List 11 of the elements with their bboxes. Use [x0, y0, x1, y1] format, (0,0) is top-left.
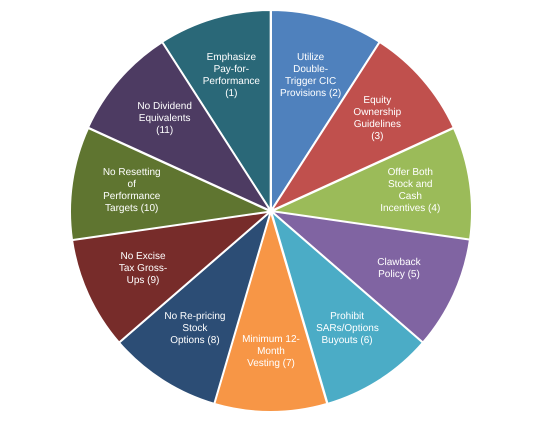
slice-label: No Dividend Equivalents (11): [136, 100, 193, 137]
slice-label: Equity Ownership Guidelines (3): [352, 94, 402, 143]
slice-label: No Excise Tax Gross-Ups (9): [118, 251, 168, 288]
slice-label: Offer Both Stock and Cash Incentives (4): [379, 166, 442, 215]
slice-label: Clawback Policy (5): [376, 257, 422, 282]
slice-label: No Resetting of Performance Targets (10): [102, 166, 162, 215]
slice-label: Emphasize Pay-for-Performance (1): [202, 52, 261, 100]
slice-label: No Re-pricing Stock Options (8): [164, 311, 226, 348]
slice-label: Minimum 12-Month Vesting (7): [241, 334, 301, 370]
slice-label: Utilize Double-Trigger CIC Provisions (2): [280, 52, 342, 100]
slice-label: Prohibit SARs/Options Buyouts (6): [316, 311, 378, 348]
